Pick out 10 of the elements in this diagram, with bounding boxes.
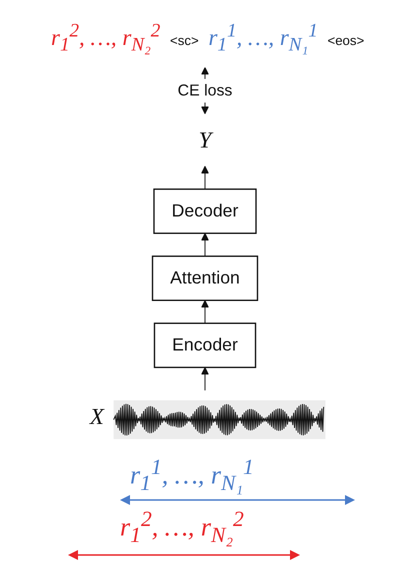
node-box bbox=[154, 322, 256, 368]
node-box bbox=[153, 188, 257, 234]
node-text: Y bbox=[198, 127, 212, 153]
arrow bbox=[201, 300, 209, 324]
arrow bbox=[201, 166, 209, 190]
edge-label: CE loss bbox=[178, 81, 232, 100]
node-box bbox=[152, 256, 258, 301]
arrow bbox=[201, 232, 209, 257]
arrow bbox=[201, 367, 209, 391]
node-label: X bbox=[90, 404, 104, 430]
